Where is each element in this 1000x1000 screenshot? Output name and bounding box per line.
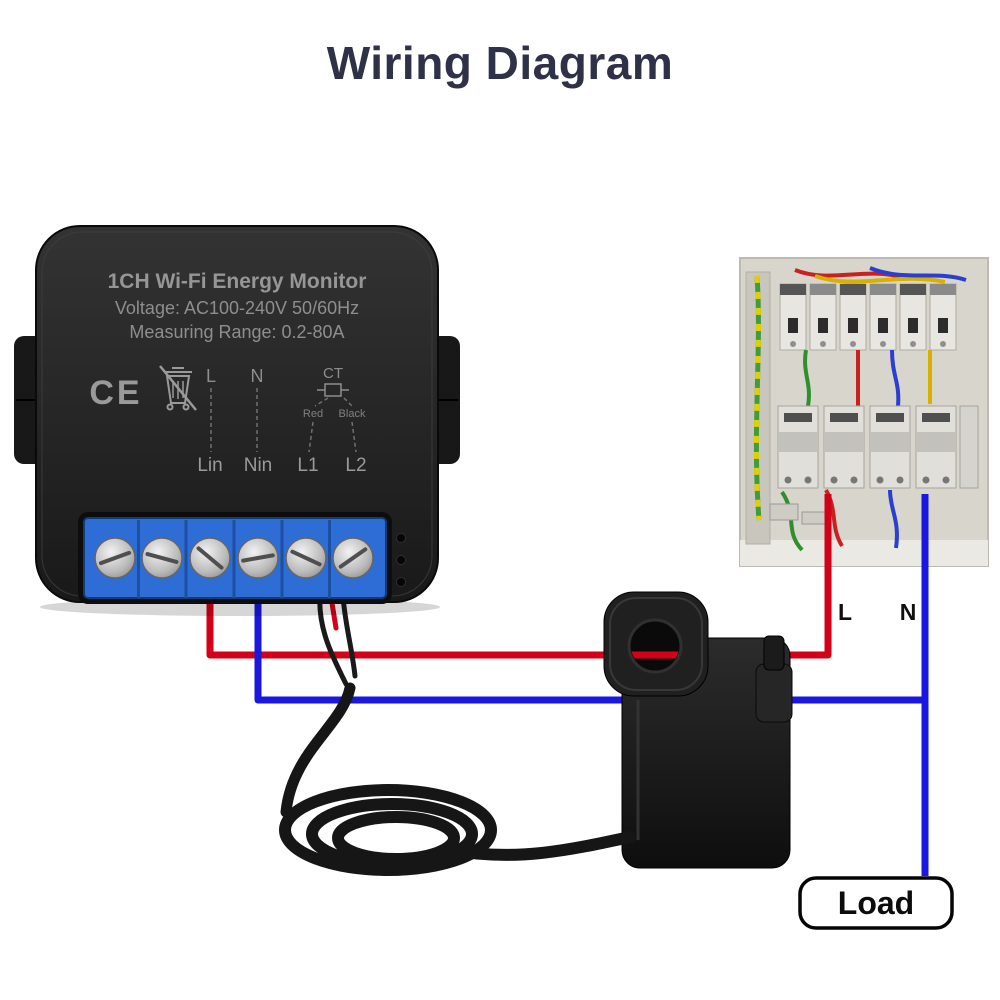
device-voltage: Voltage: AC100-240V 50/60Hz (115, 298, 359, 318)
narrow-module (959, 405, 979, 489)
contactor-module (869, 405, 911, 489)
live-wire (206, 566, 832, 659)
load-box: Load (798, 876, 954, 930)
device-n-label: N (251, 366, 264, 386)
screw-slots (98, 546, 368, 570)
terminal-label-l1: L1 (297, 455, 318, 476)
breaker-module (779, 283, 807, 351)
device-l-label: L (206, 366, 216, 386)
contactor-module (777, 405, 819, 489)
ct-cable (279, 593, 497, 876)
panel-live-label: L (838, 599, 852, 625)
contactor-module (823, 405, 865, 489)
panel-top-wires (794, 266, 967, 284)
panel-breaker-row-top (779, 283, 957, 351)
ct-clamp-hook (763, 635, 785, 671)
device-range: Measuring Range: 0.2-80A (129, 322, 344, 342)
ct-red-label: Red (303, 408, 323, 420)
breaker-module (929, 283, 957, 351)
breaker-panel-photo (739, 257, 989, 567)
ce-mark: CE (89, 374, 142, 412)
panel-breaker-row-bottom (777, 405, 979, 489)
contactor-module (915, 405, 957, 489)
page-title: Wiring Diagram (326, 37, 674, 89)
device-ct-label: CT (323, 365, 343, 382)
ct-symbol-icon (317, 383, 349, 397)
weee-icon (159, 365, 197, 411)
ct-black-label: Black (339, 408, 366, 420)
load-box-outline (798, 876, 954, 930)
terminal-dividers (137, 520, 331, 598)
terminal-screws (94, 537, 374, 579)
panel-mid-wires (803, 349, 932, 407)
breaker-module (869, 283, 897, 351)
terminal-guide-lines (210, 388, 357, 453)
panel-earth-wire (753, 275, 762, 521)
breaker-module (839, 283, 867, 351)
load-label: Load (838, 885, 914, 921)
ct-clamp-hole (627, 618, 683, 674)
panel-neutral-label: N (900, 599, 917, 625)
ct-clamp-latch (755, 663, 793, 723)
terminal-label-nin: Nin (244, 455, 273, 476)
panel-shelf (740, 540, 988, 566)
ct-cable-to-clamp (446, 831, 636, 861)
neutral-wire (254, 566, 929, 876)
terminal-label-lin: Lin (197, 455, 222, 476)
device-indicator-holes (396, 533, 406, 587)
ct-clamp (446, 591, 793, 869)
breaker-module (809, 283, 837, 351)
breaker-module (899, 283, 927, 351)
device-name: 1CH Wi-Fi Energy Monitor (108, 270, 367, 293)
energy-monitor-device: 1CH Wi-Fi Energy Monitor Voltage: AC100-… (14, 225, 460, 616)
ct-ring-highlight (609, 597, 703, 691)
terminal-label-l2: L2 (345, 455, 366, 476)
